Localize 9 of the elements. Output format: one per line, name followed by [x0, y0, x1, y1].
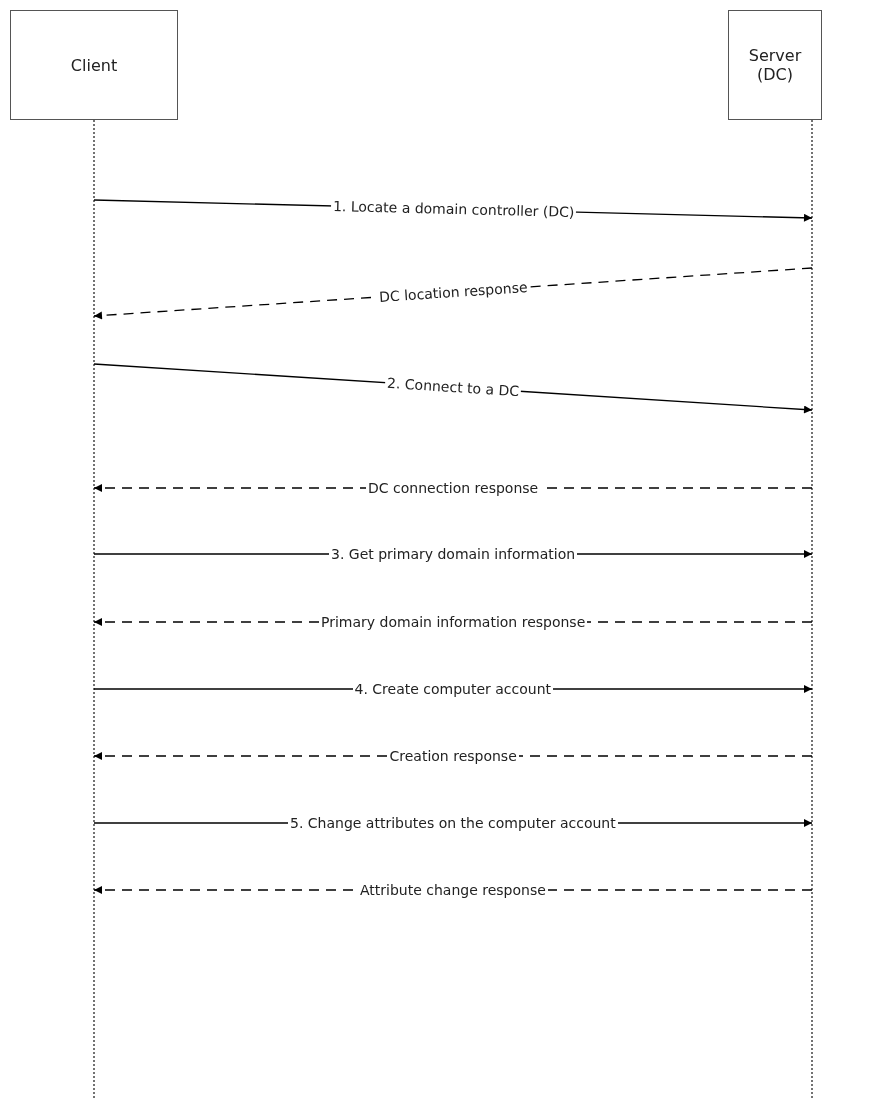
edge-label: Creation response: [387, 748, 519, 764]
participant-box: Client: [10, 10, 178, 120]
edge-label: Primary domain information response: [319, 614, 588, 630]
edge-label: 4. Create computer account: [352, 681, 554, 697]
edge-label: 3. Get primary domain information: [329, 546, 578, 562]
edge-label: Attribute change response: [358, 882, 548, 898]
edge-label: 5. Change attributes on the computer account: [288, 815, 618, 831]
participant-box: Server (DC): [728, 10, 822, 120]
edge-label: DC connection response: [366, 480, 541, 496]
